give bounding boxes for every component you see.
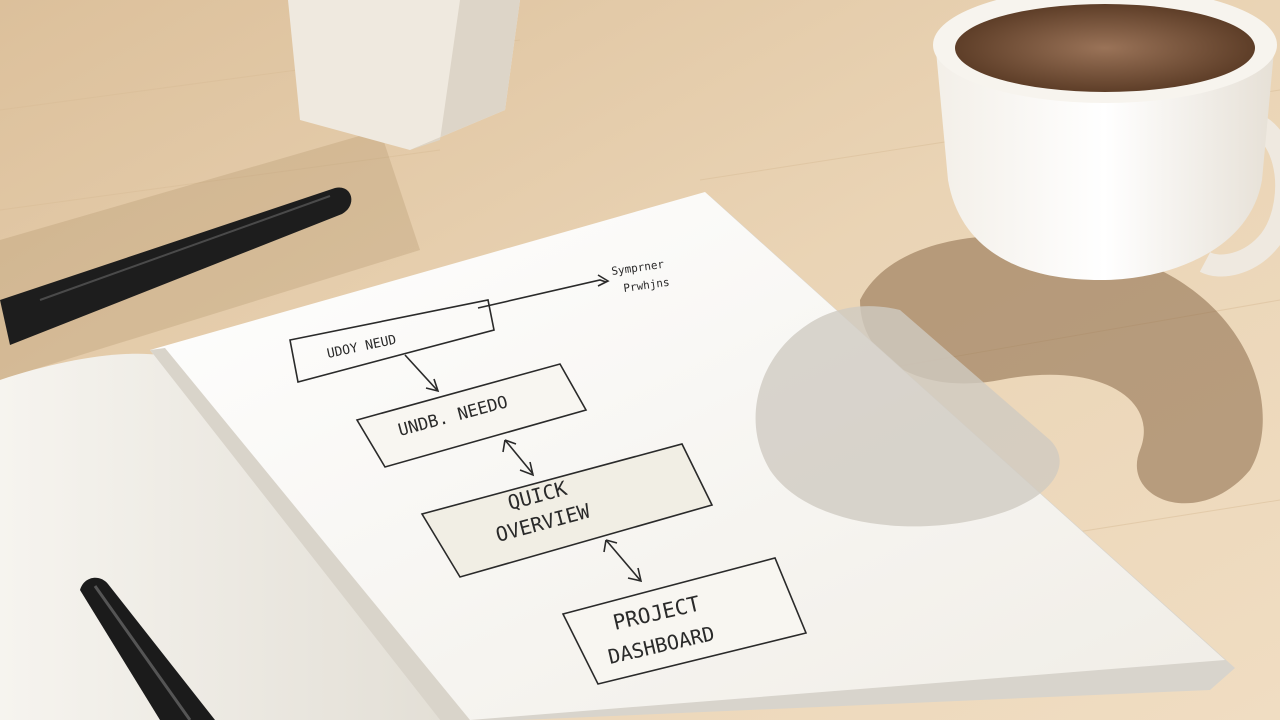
- sketch-arrow-1: [404, 354, 438, 391]
- sketch-diagram: [289, 274, 808, 685]
- cup-shadow: [860, 235, 1263, 504]
- sketch-box-top: [289, 299, 495, 383]
- sketch-arrow-2: [504, 439, 534, 475]
- white-planter: [288, 0, 520, 150]
- coffee-cup: [933, 0, 1280, 280]
- sketch-connector-top: [477, 279, 607, 309]
- top-note-line-2: Prwhjns: [623, 276, 671, 295]
- black-pen: [0, 187, 352, 345]
- sketch-box-three: [420, 443, 714, 578]
- sketch-box-two: [355, 363, 588, 468]
- sketch-box-four: [561, 557, 808, 685]
- page-shadow: [755, 306, 1060, 527]
- sketch-arrow-3: [605, 539, 641, 581]
- pen-on-notebook: [80, 577, 215, 720]
- notebook-spine: [150, 348, 470, 720]
